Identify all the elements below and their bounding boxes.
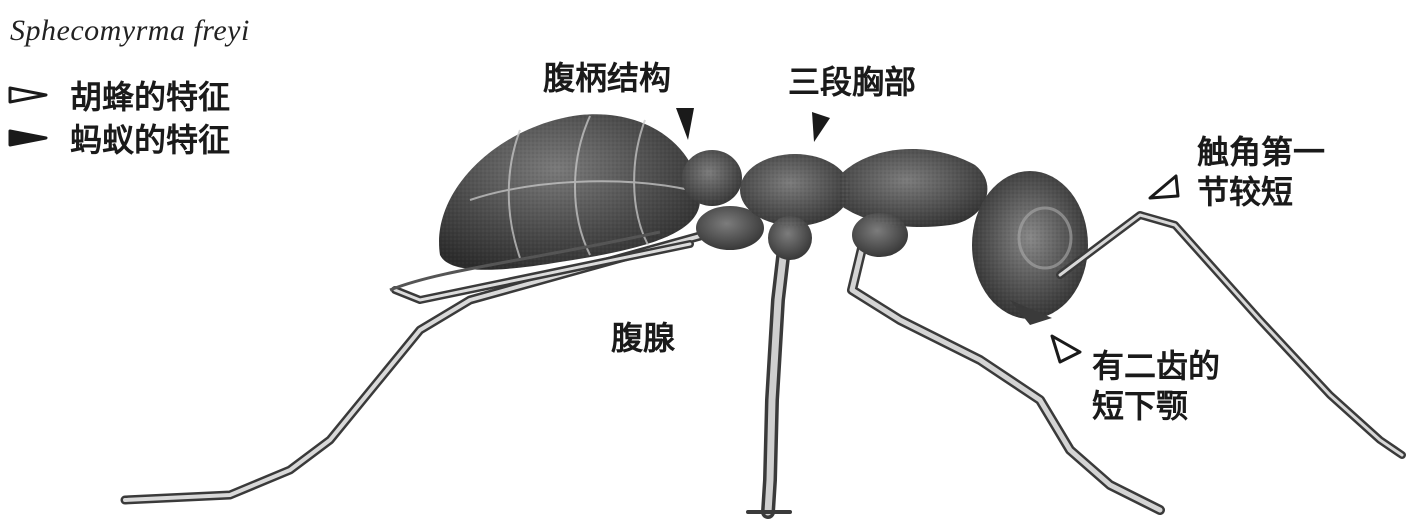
label-antenna-line2: 节较短 <box>1197 172 1325 212</box>
legend-item-ant: 蚂蚁的特征 <box>6 115 230 161</box>
head <box>972 171 1088 325</box>
label-antenna-line1: 触角第一 <box>1197 132 1325 172</box>
mandible-marker <box>1052 336 1080 362</box>
label-metapleural-gland: 腹腺 <box>611 318 675 358</box>
thorax-marker <box>812 112 830 142</box>
label-antenna: 触角第一 节较短 <box>1197 132 1325 212</box>
legend-item-wasp: 胡蜂的特征 <box>6 72 230 118</box>
species-name: Sphecomyrma freyi <box>10 14 250 48</box>
open-triangle-icon <box>6 84 50 106</box>
legend-label-ant: 蚂蚁的特征 <box>70 115 230 161</box>
middle-leg <box>748 240 790 512</box>
label-mandible-line2: 短下颚 <box>1092 386 1220 426</box>
thorax <box>740 149 987 260</box>
rear-leg <box>125 236 700 500</box>
gaster <box>390 114 700 290</box>
legend-label-wasp: 胡蜂的特征 <box>70 72 230 118</box>
petiole-marker <box>676 108 694 140</box>
label-thorax: 三段胸部 <box>788 62 916 102</box>
antenna-marker <box>1150 176 1178 198</box>
filled-triangle-icon <box>6 127 50 149</box>
label-petiole: 腹柄结构 <box>543 58 671 98</box>
label-mandible-line1: 有二齿的 <box>1092 346 1220 386</box>
label-mandible: 有二齿的 短下颚 <box>1092 346 1220 426</box>
